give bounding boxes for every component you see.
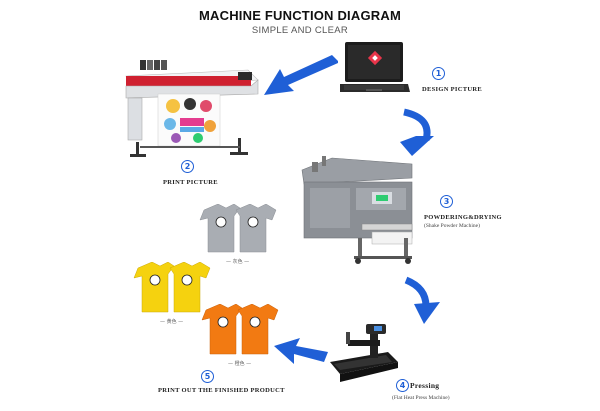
arrow-icon bbox=[274, 332, 330, 368]
step-label-3: POWDERING&DRYING bbox=[424, 214, 502, 221]
step-sub-3: (Shake Powder Machine) bbox=[424, 223, 480, 229]
step-label-5: PRINT OUT THE FINISHED PRODUCT bbox=[158, 387, 285, 394]
arrow-icon bbox=[400, 276, 442, 326]
step-label-1: DESIGN PICTURE bbox=[422, 86, 483, 93]
page-title: MACHINE FUNCTION DIAGRAM bbox=[199, 8, 401, 23]
arrow-icon bbox=[392, 108, 434, 158]
tshirt-icon bbox=[130, 262, 214, 314]
step-number-5: 5 bbox=[201, 370, 214, 383]
step-number-3: 3 bbox=[440, 195, 453, 208]
step-label-2: PRINT PICTURE bbox=[163, 179, 218, 186]
step-number-4: 4 bbox=[396, 379, 409, 392]
shirt-caption-yellow: — 黄色 — bbox=[160, 319, 184, 325]
step-number-2: 2 bbox=[181, 160, 194, 173]
printer-icon bbox=[118, 58, 263, 160]
shirt-caption-grey: — 灰色 — bbox=[226, 259, 250, 265]
shirt-caption-orange: — 橙色 — bbox=[228, 361, 252, 367]
laptop-icon bbox=[340, 40, 410, 102]
arrow-icon bbox=[262, 55, 340, 100]
heat-press-icon bbox=[326, 322, 400, 388]
step-label-4: Pressing bbox=[410, 381, 440, 390]
tshirt-icon bbox=[198, 304, 282, 356]
step-sub-4: (Flat Heat Press Machine) bbox=[392, 395, 450, 401]
page-subtitle: SIMPLE AND CLEAR bbox=[251, 25, 349, 36]
shaker-machine-icon bbox=[292, 150, 422, 265]
tshirt-icon bbox=[196, 204, 280, 254]
step-number-1: 1 bbox=[432, 67, 445, 80]
